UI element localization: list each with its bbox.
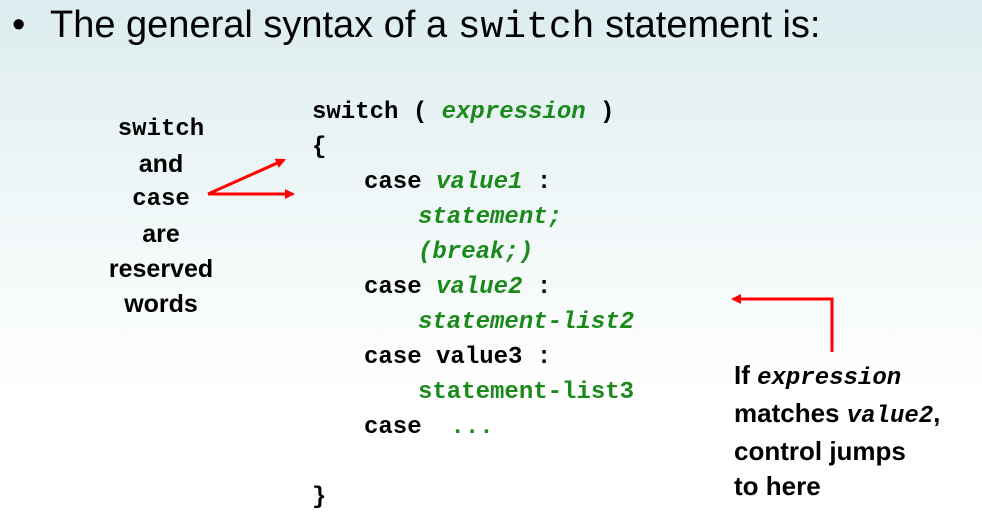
jump-note-line2: matches value2, [734,396,940,434]
code-line-case1: case value1 : [364,165,551,200]
ellipsis: ... [450,414,494,441]
note-and: and [138,150,184,178]
close-brace: } [312,484,327,511]
note-words: words [124,290,198,318]
arrow-to-switch [207,158,286,196]
bullet: • [12,4,26,46]
close-paren: ) [585,99,615,126]
note-value2: value2 [846,403,934,430]
jump-note-line3: control jumps [734,436,906,466]
title-keyword: switch [457,6,595,49]
value2-placeholder: value2 [436,274,523,301]
expression-placeholder: expression [441,99,586,126]
jump-note: If expression matches value2, control ju… [734,358,940,504]
slide-title: • The general syntax of a switch statemen… [12,4,821,49]
code-line-switch: switch ( expression ) [312,95,614,130]
code-line-case3: case value3 : [364,344,552,371]
code-line-case-more: case ... [364,410,494,445]
jump-note-line4: to here [734,471,821,501]
code-line-case2: case value2 : [364,270,551,305]
case1-colon: : [522,169,552,196]
note-case-keyword: case [132,186,190,213]
note-comma: , [933,398,941,428]
reserved-words-note: switch and case are reserved words [90,112,232,322]
value1-placeholder: value1 [436,169,523,196]
jump-note-line1: If expression [734,358,940,396]
case4-keyword: case [364,414,451,441]
title-text-post: statement is: [594,4,821,46]
note-expression: expression [757,365,902,392]
arrow-jump-to-case2 [731,294,834,352]
case2-keyword: case [364,274,437,301]
note-if: If [734,360,758,390]
statement-list2-placeholder: statement-list2 [418,309,635,336]
open-brace: { [312,134,327,161]
switch-keyword: switch ( [312,99,442,126]
case1-keyword: case [364,169,437,196]
note-matches: matches [734,398,847,428]
break-placeholder: (break;) [418,239,534,266]
note-switch-keyword: switch [117,116,205,143]
title-text-pre: The general syntax of a [50,4,458,46]
case2-colon: : [522,274,552,301]
statement-list3-placeholder: statement-list3 [418,379,635,406]
statement-placeholder: statement; [418,204,563,231]
note-are: are [142,220,180,248]
note-reserved: reserved [108,255,214,283]
